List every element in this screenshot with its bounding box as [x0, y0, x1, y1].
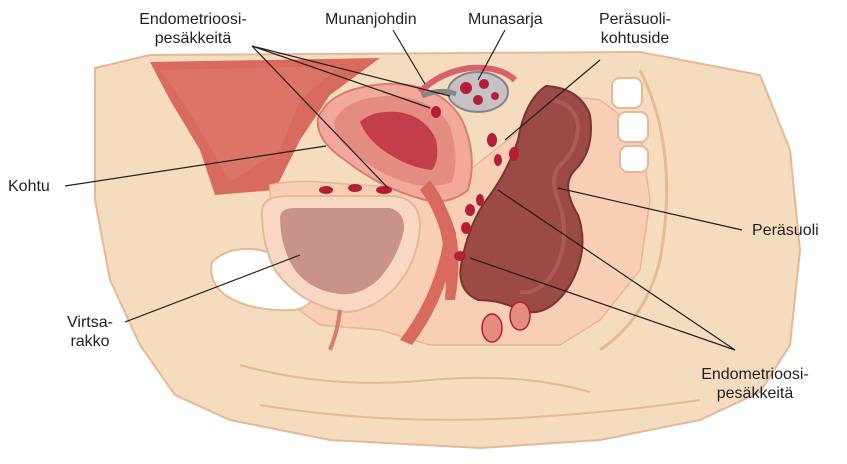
- label-bladder: Virtsa- rakko: [55, 313, 125, 351]
- lesion: [431, 106, 441, 118]
- lesion: [494, 154, 502, 166]
- lesion: [476, 194, 484, 206]
- label-fallopian-tube: Munanjohdin: [325, 10, 417, 29]
- lesion: [319, 186, 333, 194]
- label-endometriosis-bottom: Endometrioosi- pesäkkeitä: [680, 365, 830, 403]
- lesion: [465, 204, 475, 216]
- lesion: [509, 147, 519, 161]
- lesion: [454, 251, 466, 261]
- lesion: [487, 133, 497, 147]
- label-uterosacral-ligament: Peräsuoli- kohtuside: [575, 10, 695, 48]
- lesion: [461, 222, 471, 234]
- label-rectum: Peräsuoli: [752, 221, 819, 240]
- lesion: [348, 184, 362, 192]
- label-uterus: Kohtu: [8, 177, 50, 196]
- label-ovary: Munasarja: [468, 10, 543, 29]
- label-endometriosis-top: Endometrioosi- pesäkkeitä: [118, 10, 268, 48]
- lesion: [376, 186, 392, 194]
